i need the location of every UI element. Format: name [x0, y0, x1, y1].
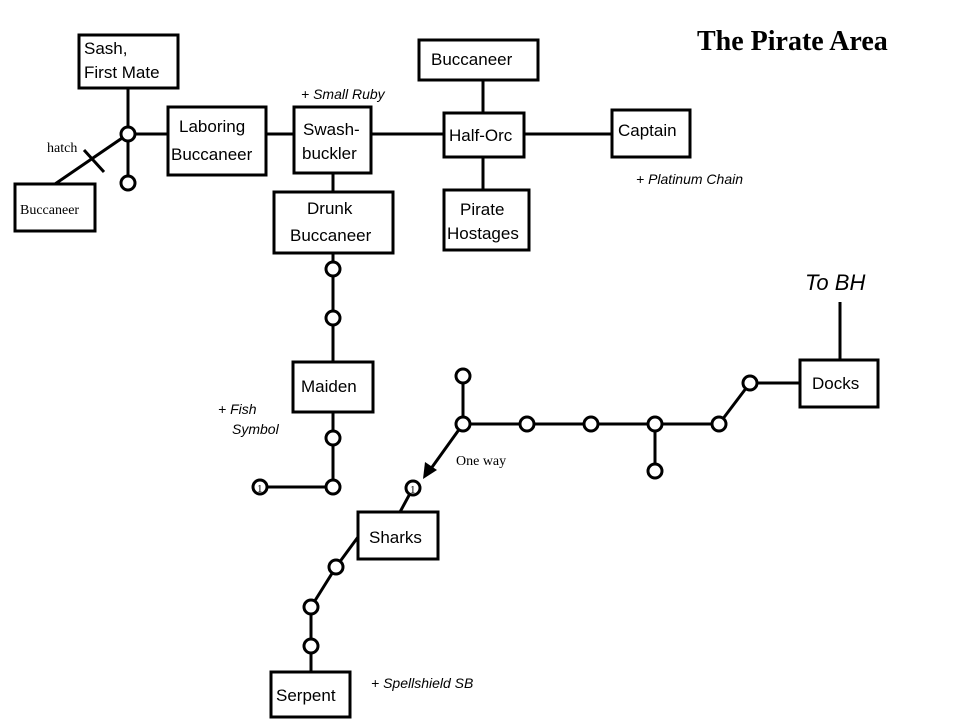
junction-node[interactable] [302, 637, 320, 655]
room-swashbuckler[interactable]: Swash- buckler [292, 105, 373, 175]
junction-node[interactable] [302, 598, 320, 616]
room-box [13, 182, 97, 233]
junction-nodes [119, 125, 759, 655]
map-title: The Pirate Area [697, 26, 888, 57]
room-label: Serpent [276, 686, 336, 705]
room-half-orc[interactable]: Half-Orc [442, 111, 526, 159]
room-box [269, 670, 352, 719]
junction-node[interactable] [710, 415, 728, 433]
junction-node[interactable] [741, 374, 759, 392]
room-box [291, 360, 375, 414]
junction-node[interactable] [518, 415, 536, 433]
room-label-line2: First Mate [84, 63, 160, 82]
room-label-line1: Drunk [307, 199, 353, 218]
numbered-node-south[interactable]: 1 [404, 479, 422, 497]
room-label: Half-Orc [449, 126, 513, 145]
one-way-label: One way [456, 454, 506, 469]
room-box [166, 105, 268, 177]
room-laboring-buccaneer[interactable]: Laboring Buccaneer [166, 105, 268, 177]
room-buccaneer-top[interactable]: Buccaneer [417, 38, 540, 82]
hatch-mark [82, 148, 106, 174]
room-label-line1: Sash, [84, 39, 127, 58]
room-label-line2: buckler [302, 144, 357, 163]
edge-docks-diagonal [717, 382, 752, 425]
room-box [442, 111, 526, 159]
room-box [442, 188, 531, 252]
room-drunk-buccaneer[interactable]: Drunk Buccaneer [272, 190, 395, 255]
note-platinum-chain: + Platinum Chain [636, 171, 743, 187]
room-box [610, 108, 692, 159]
room-box [798, 358, 880, 409]
node-number: 1 [257, 483, 263, 495]
room-docks[interactable]: Docks [798, 358, 880, 409]
note-fish-line1: + Fish [218, 401, 257, 417]
room-label: Captain [618, 121, 677, 140]
room-label-line1: Laboring [179, 117, 245, 136]
room-box [356, 510, 440, 561]
junction-node [404, 479, 422, 497]
room-label: Buccaneer [20, 203, 79, 218]
room-maiden[interactable]: Maiden [291, 360, 375, 414]
room-label-line1: Swash- [303, 120, 360, 139]
junction-node[interactable] [324, 478, 342, 496]
room-label-line2: Buccaneer [171, 145, 253, 164]
junction-node[interactable] [327, 558, 345, 576]
room-box [417, 38, 540, 82]
note-spellshield: + Spellshield SB [371, 675, 473, 691]
junction-node[interactable] [454, 367, 472, 385]
junction-node[interactable] [324, 260, 342, 278]
room-label-line2: Buccaneer [290, 226, 372, 245]
hatch-label: hatch [47, 141, 77, 156]
junction-node[interactable] [582, 415, 600, 433]
one-way-arrow-line [428, 423, 465, 471]
room-serpent[interactable]: Serpent [269, 670, 352, 719]
room-pirate-hostages[interactable]: Pirate Hostages [442, 188, 531, 252]
numbered-node-west[interactable]: 1 [251, 478, 269, 496]
note-small-ruby: + Small Ruby [301, 86, 386, 102]
junction-node[interactable] [324, 429, 342, 447]
room-box [77, 33, 180, 90]
room-label: Docks [812, 374, 859, 393]
room-box [292, 105, 373, 175]
to-bh-label: To BH [805, 270, 865, 295]
junction-node[interactable] [324, 309, 342, 327]
room-captain[interactable]: Captain [610, 108, 692, 159]
room-sash[interactable]: Sash, First Mate [77, 33, 180, 90]
junction-node[interactable] [119, 125, 137, 143]
junction-node[interactable] [646, 415, 664, 433]
note-fish-line2: Symbol [232, 421, 280, 437]
one-way-arrow-head [423, 462, 437, 479]
junction-node[interactable] [119, 174, 137, 192]
room-label: Sharks [369, 528, 422, 547]
room-label: Maiden [301, 377, 357, 396]
room-sharks[interactable]: Sharks [356, 510, 440, 561]
node-number: 1 [410, 484, 416, 496]
room-label: Buccaneer [431, 50, 513, 69]
junction-node [251, 478, 269, 496]
junction-node[interactable] [646, 462, 664, 480]
room-label-line2: Hostages [447, 224, 519, 243]
room-buccaneer-left[interactable]: Buccaneer [13, 182, 97, 233]
room-box [272, 190, 395, 255]
junction-node[interactable] [454, 415, 472, 433]
room-label-line1: Pirate [460, 200, 504, 219]
